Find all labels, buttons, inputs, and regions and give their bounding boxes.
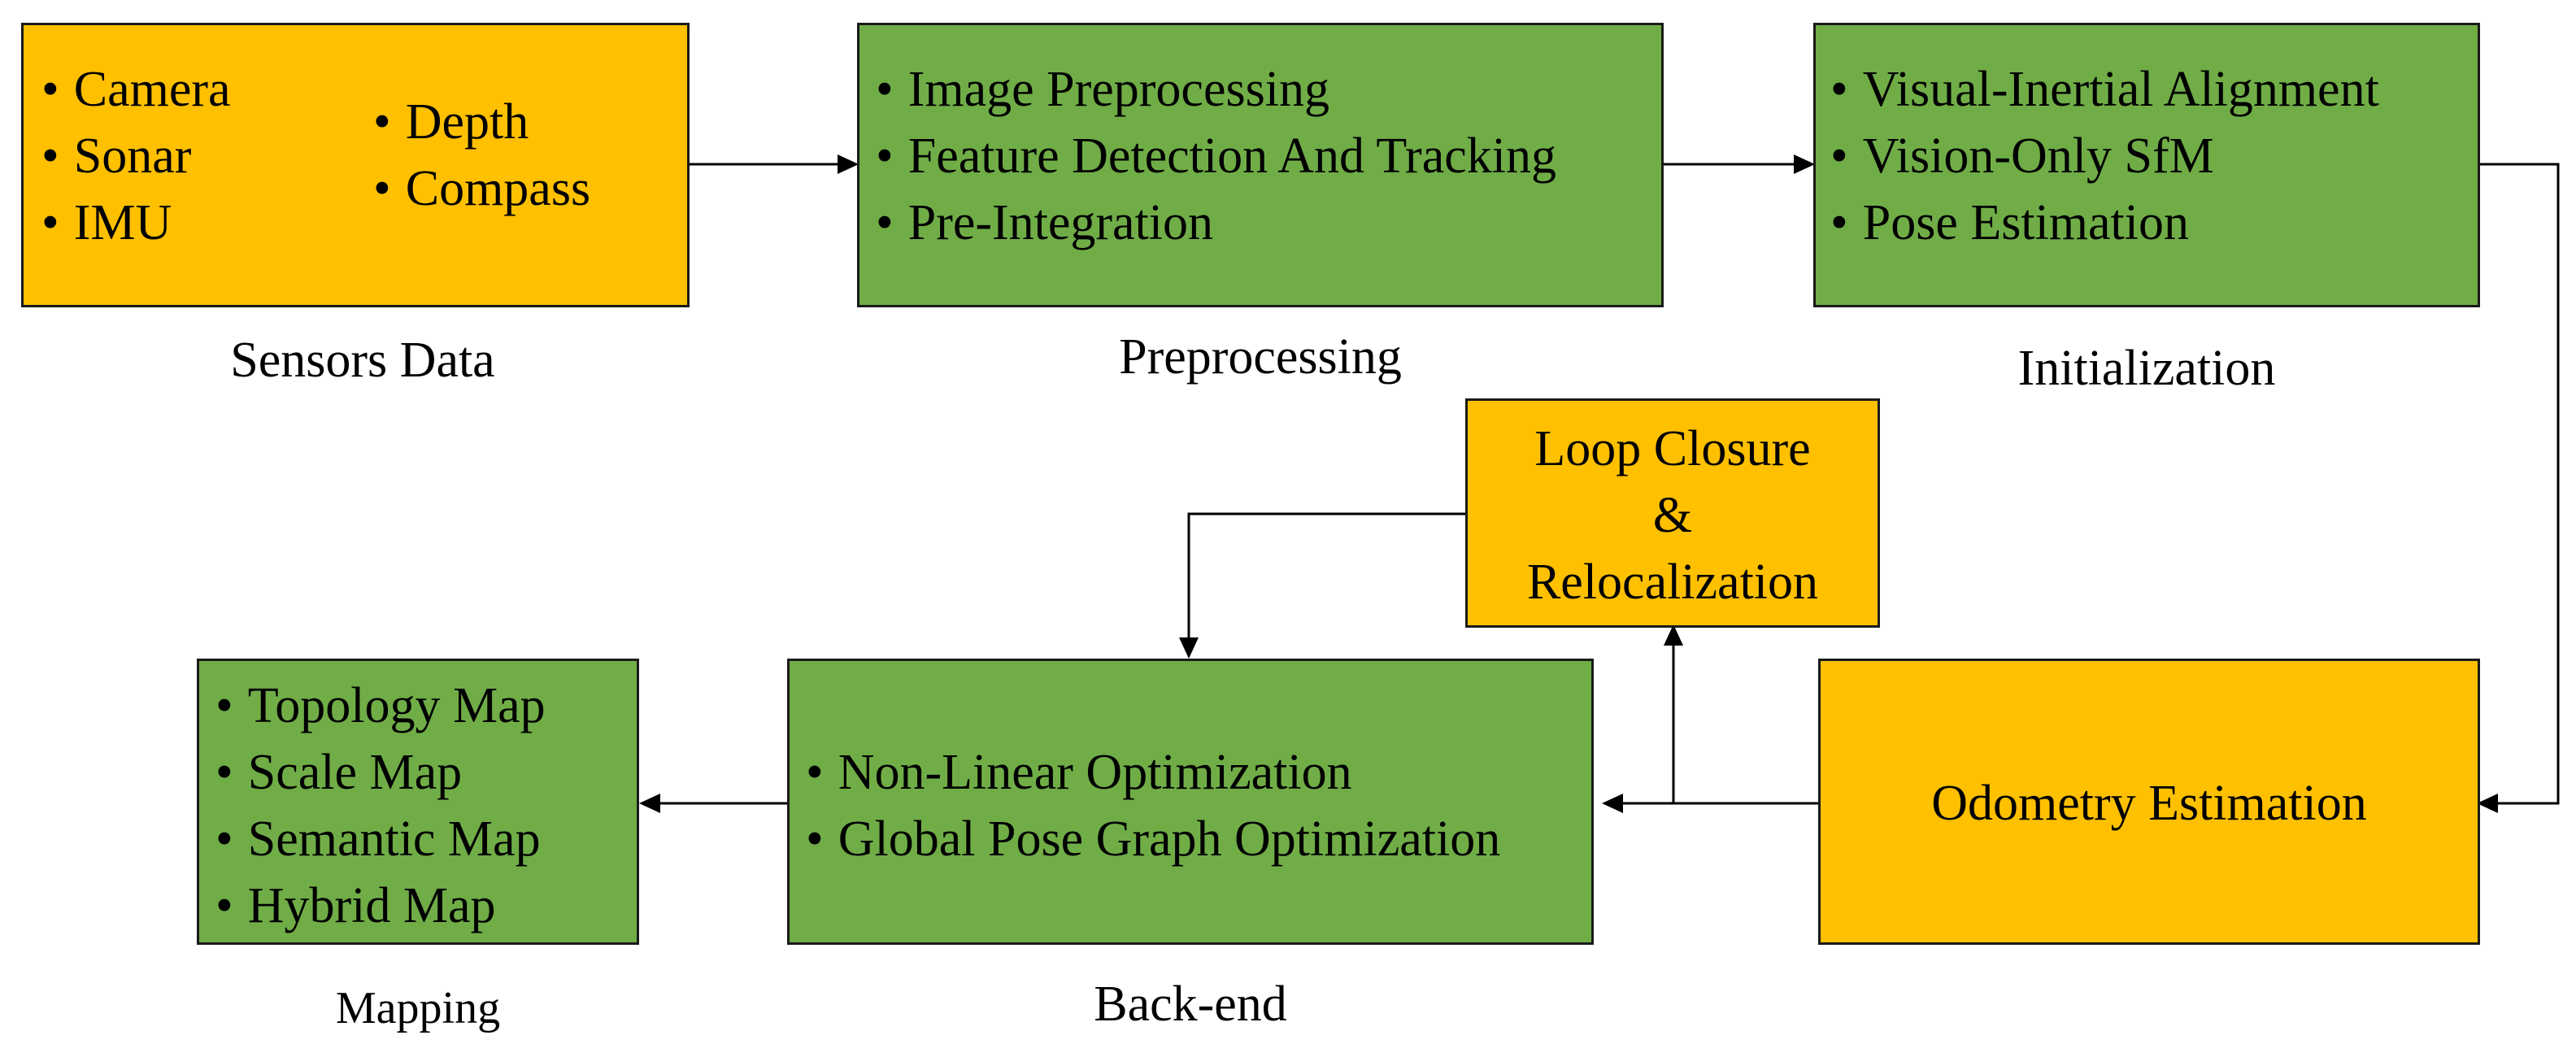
- loop-closure-ampersand: &: [1652, 488, 1693, 543]
- relocalization-line: Relocalization: [1526, 555, 1819, 610]
- preprocessing-item: Feature Detection And Tracking: [876, 123, 1556, 189]
- initialization-item: Visual-Inertial Alignment: [1830, 56, 2379, 123]
- mapping-item: Hybrid Map: [215, 872, 546, 939]
- arrowhead: [2477, 794, 2498, 813]
- backend-list: Non-Linear Optimization Global Pose Grap…: [806, 739, 1500, 872]
- arrowhead: [639, 794, 660, 813]
- odometry-estimation-box: Odometry Estimation: [1818, 659, 2480, 945]
- sensor-item-compass: Compass: [373, 155, 590, 222]
- preprocessing-caption: Preprocessing: [1119, 329, 1402, 385]
- initialization-item: Vision-Only SfM: [1830, 123, 2379, 189]
- sensors-data-caption: Sensors Data: [230, 333, 495, 388]
- sensors-data-box: Camera Sonar IMU Depth Compass: [21, 23, 690, 307]
- backend-item: Global Pose Graph Optimization: [806, 806, 1500, 872]
- arrowhead: [1602, 794, 1623, 813]
- arrowhead: [1794, 154, 1815, 174]
- mapping-list: Topology Map Scale Map Semantic Map Hybr…: [215, 672, 546, 939]
- sensor-item-depth: Depth: [373, 89, 590, 155]
- backend-box: Non-Linear Optimization Global Pose Grap…: [787, 659, 1594, 945]
- initialization-box: Visual-Inertial Alignment Vision-Only Sf…: [1813, 23, 2480, 307]
- arrowhead: [1179, 637, 1199, 659]
- initialization-list: Visual-Inertial Alignment Vision-Only Sf…: [1830, 56, 2379, 256]
- initialization-item: Pose Estimation: [1830, 189, 2379, 256]
- loop-closure-line: Loop Closure: [1534, 421, 1811, 476]
- odometry-estimation-label: Odometry Estimation: [1931, 776, 2367, 831]
- arrow-initialization-to-odometry: [2478, 163, 2560, 805]
- mapping-item: Topology Map: [215, 672, 546, 739]
- preprocessing-box: Image Preprocessing Feature Detection An…: [857, 23, 1664, 307]
- sensor-item-sonar: Sonar: [41, 123, 231, 189]
- preprocessing-item: Pre-Integration: [876, 189, 1556, 256]
- sensors-list-left: Camera Sonar IMU: [41, 56, 231, 256]
- sensors-list-right: Depth Compass: [373, 89, 590, 222]
- arrowhead: [1664, 624, 1683, 646]
- arrow-loop-closure-to-backend: [1187, 512, 1465, 639]
- preprocessing-list: Image Preprocessing Feature Detection An…: [876, 56, 1556, 256]
- sensor-item-imu: IMU: [41, 189, 231, 256]
- initialization-caption: Initialization: [2017, 341, 2276, 396]
- mapping-item: Semantic Map: [215, 806, 546, 872]
- preprocessing-item: Image Preprocessing: [876, 56, 1556, 123]
- loop-closure-box: Loop Closure & Relocalization: [1465, 398, 1880, 628]
- sensor-item-camera: Camera: [41, 56, 231, 123]
- mapping-box: Topology Map Scale Map Semantic Map Hybr…: [197, 659, 639, 945]
- arrowhead: [838, 154, 859, 174]
- mapping-caption: Mapping: [335, 983, 501, 1033]
- backend-item: Non-Linear Optimization: [806, 739, 1500, 806]
- backend-caption: Back-end: [1094, 977, 1287, 1032]
- mapping-item: Scale Map: [215, 739, 546, 806]
